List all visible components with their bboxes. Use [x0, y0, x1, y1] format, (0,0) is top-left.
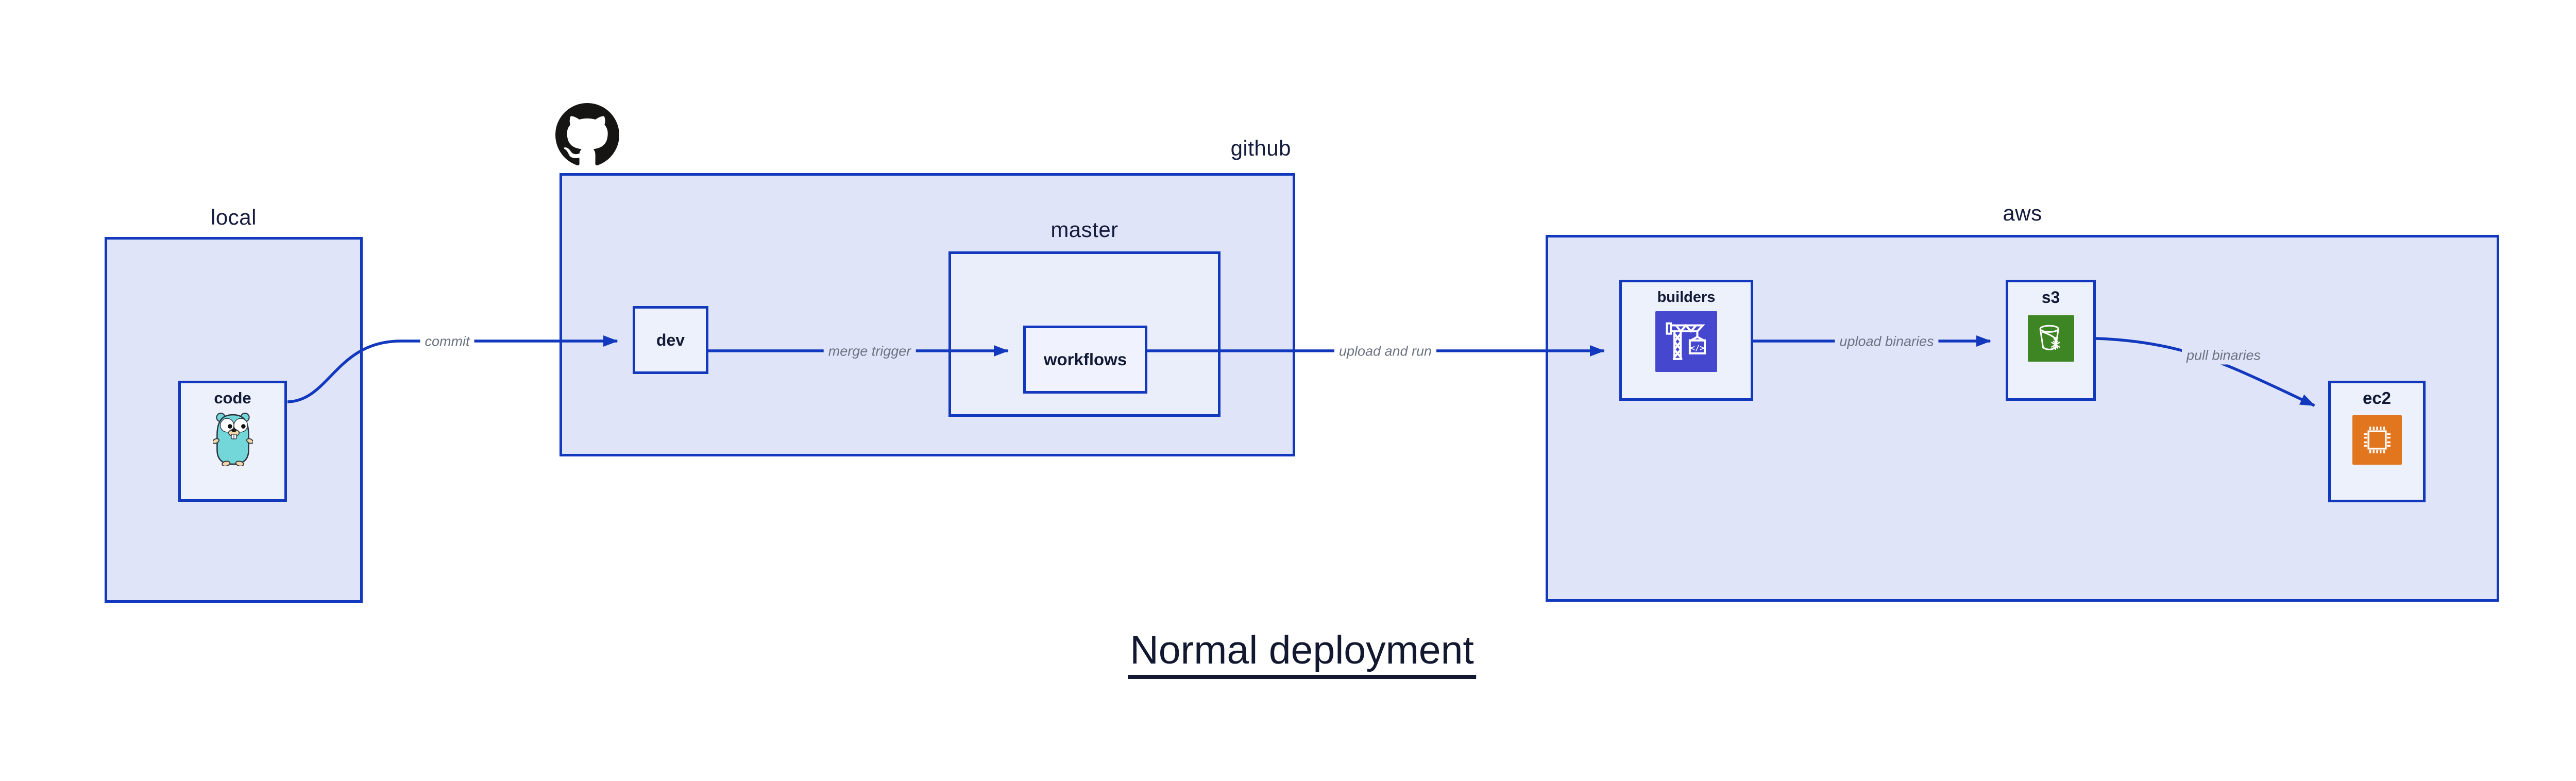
upload-and-run-arrow-label: upload and run	[1334, 342, 1437, 361]
node-builders: builders </>	[1619, 280, 1753, 401]
node-s3-label: s3	[2041, 288, 2060, 307]
node-workflows: workflows	[1023, 326, 1147, 394]
node-code-label: code	[214, 389, 251, 407]
github-octocat-icon	[555, 103, 619, 165]
diagram-title: Normal deployment	[1128, 627, 1476, 679]
merge-trigger-arrow-label: merge trigger	[823, 342, 916, 361]
node-dev-label: dev	[656, 330, 685, 349]
upload-binaries-arrow-label: upload binaries	[1835, 332, 1939, 351]
crane-build-icon: </>	[1655, 311, 1717, 372]
node-ec2-label: ec2	[2362, 388, 2392, 408]
node-code: code	[178, 381, 287, 502]
go-gopher-icon	[212, 413, 253, 466]
node-dev: dev	[633, 306, 708, 374]
cpu-chip-icon	[2352, 415, 2402, 465]
svg-text:</>: </>	[1690, 344, 1705, 353]
node-ec2: ec2	[2328, 381, 2426, 502]
node-workflows-label: workflows	[1043, 350, 1127, 369]
s3-bucket-snowflake-icon	[2027, 315, 2074, 362]
node-builders-label: builders	[1657, 289, 1716, 305]
group-aws-label: aws	[2003, 201, 2042, 225]
group-master-label: master	[1050, 217, 1118, 242]
group-github-label: github	[1230, 136, 1291, 160]
pull-binaries-arrow-label: pull binaries	[2181, 346, 2266, 365]
node-s3: s3	[2006, 280, 2096, 401]
commit-arrow-label: commit	[420, 332, 474, 351]
group-local-label: local	[211, 205, 257, 229]
